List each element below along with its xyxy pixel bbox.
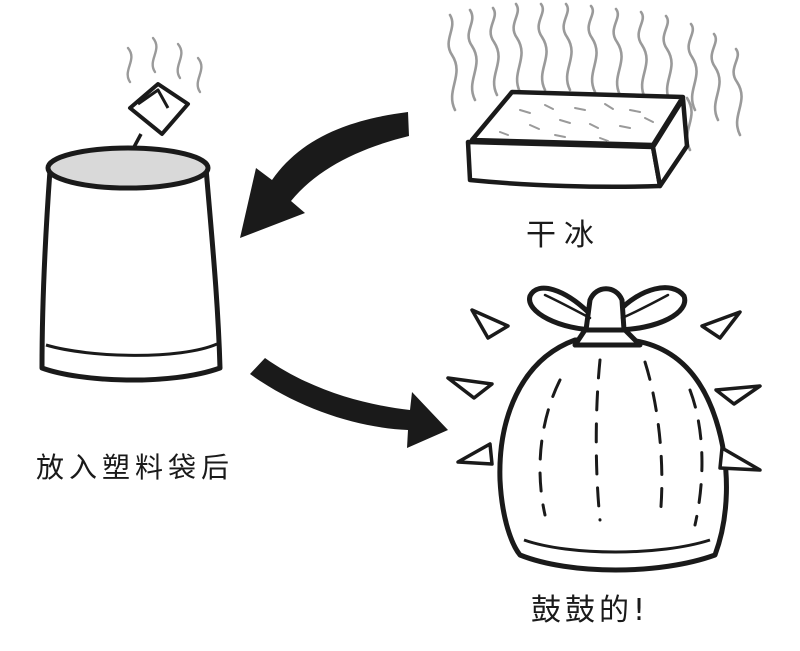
dry-ice-texture <box>499 103 654 142</box>
ice-cube-steam-icon <box>126 36 203 94</box>
burst-marks-icon <box>446 308 762 472</box>
after-bag-label: 放入塑料袋后 <box>36 451 235 484</box>
curved-arrow-icon-2 <box>250 358 448 448</box>
dry-ice-label: 干冰 <box>526 218 602 253</box>
ice-cube-icon <box>128 82 190 136</box>
bag-folds <box>538 358 704 527</box>
bag-loop-folds <box>543 293 670 320</box>
curved-arrow-icon <box>240 112 409 238</box>
cup-icon <box>39 145 223 383</box>
dry-ice-block-icon <box>465 89 690 189</box>
puffed-label: 鼓鼓的! <box>531 593 650 628</box>
tied-bag-icon <box>497 285 729 573</box>
